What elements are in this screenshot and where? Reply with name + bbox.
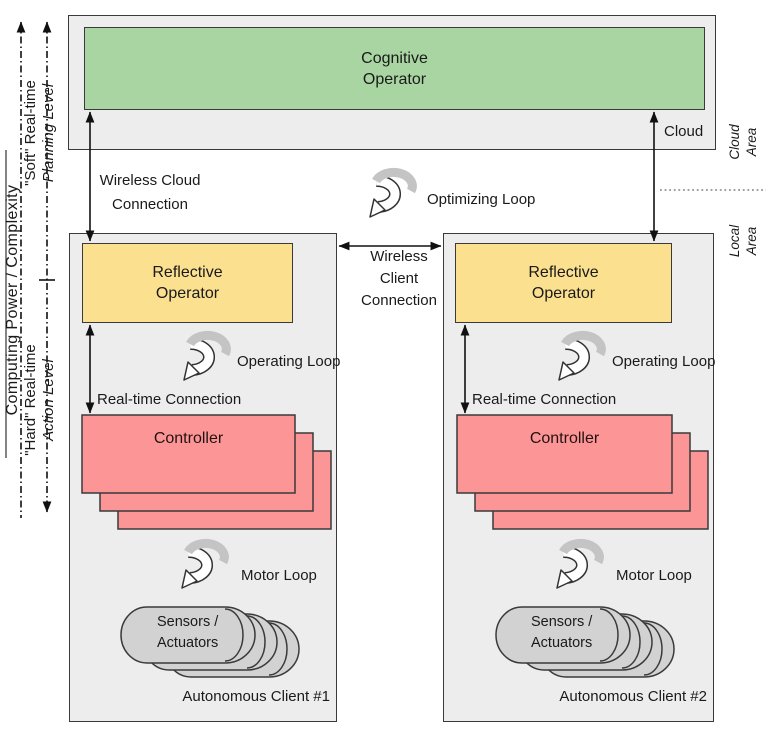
controller-stack-client1	[81, 414, 332, 530]
planning-level-text: Planning Level	[40, 83, 57, 183]
motor-loop-icon-client2	[557, 543, 599, 588]
optimizing-loop-label: Optimizing Loop	[427, 191, 536, 208]
motor-loop-icon-client1	[182, 543, 224, 588]
operating-loop-label-client2: Operating Loop	[612, 353, 716, 370]
operating-loop-icon-client2	[559, 335, 601, 380]
cloud-label: Cloud	[664, 123, 704, 140]
wireless-cloud-connection-label: Wireless Cloud Connection	[99, 172, 201, 213]
motor-loop-label-client1: Motor Loop	[241, 567, 317, 584]
soft-realtime-label: "Soft" Real-time Planning Level	[22, 48, 58, 218]
sensors-actuators-label-client2: Sensors / Actuators	[531, 614, 593, 651]
reflective-operator-box-client2: Reflective Operator	[455, 243, 672, 323]
cloud-area-label: Cloud Area	[727, 124, 759, 160]
realtime-connection-label-client1: Real-time Connection	[97, 391, 242, 408]
computing-power-label: Computing Power / Complexity	[4, 184, 21, 416]
motor-loop-label-client2: Motor Loop	[616, 567, 692, 584]
controller-stack-client2	[456, 414, 709, 530]
client2-name: Autonomous Client #2	[559, 688, 707, 705]
controller-label-client1: Controller	[153, 430, 224, 447]
wireless-client-connection-label: Wireless Client Connection	[361, 248, 437, 309]
controller-label-client2: Controller	[529, 430, 600, 447]
hard-realtime-label: "Hard" Real-time Action Level	[22, 315, 58, 485]
cognitive-operator-box: Cognitive Operator	[84, 27, 705, 110]
soft-realtime-text: "Soft" Real-time	[22, 80, 39, 186]
action-level-text: Action Level	[40, 359, 57, 441]
reflective-operator-box-client1: Reflective Operator	[82, 243, 293, 323]
local-area-label: Local Area	[727, 224, 759, 258]
hard-realtime-text: "Hard" Real-time	[22, 344, 39, 456]
operating-loop-label-client1: Operating Loop	[237, 353, 341, 370]
client1-name: Autonomous Client #1	[182, 688, 330, 705]
sensors-actuators-label-client1: Sensors / Actuators	[157, 614, 219, 651]
operating-loop-icon-client1	[184, 335, 226, 380]
optimizing-loop-icon	[370, 172, 412, 217]
realtime-connection-label-client2: Real-time Connection	[472, 391, 617, 408]
